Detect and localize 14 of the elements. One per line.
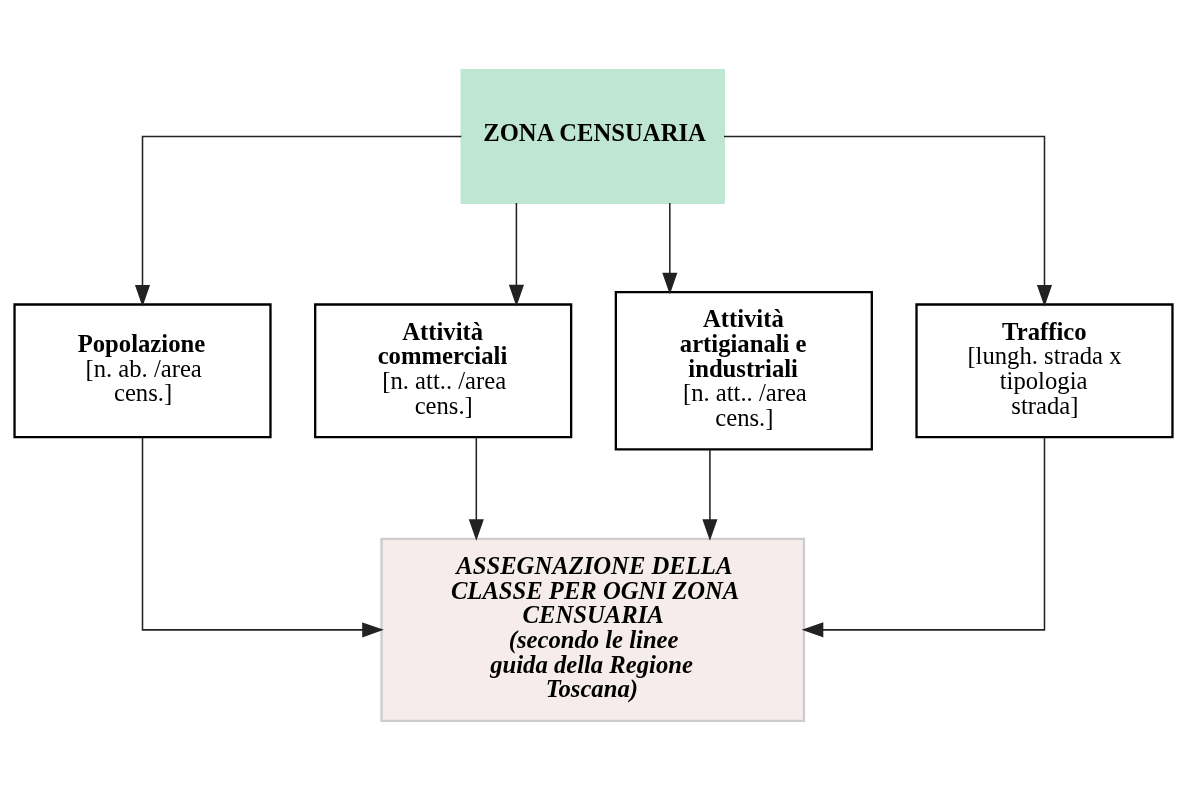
arrow — [141, 436, 384, 637]
arrow — [723, 135, 1053, 307]
node-box: ASSEGNAZIONE DELLA CLASSE PER OGNI ZONA CENSUARIA (secondo le linee guida della Regione Toscana) — [380, 537, 806, 722]
node-box: ZONA CENSUARIA — [460, 68, 725, 204]
arrow — [702, 448, 718, 541]
arrow — [134, 135, 463, 307]
arrow — [801, 436, 1046, 637]
node-box: Traffico [lungh. strada x tipologia strada] — [915, 302, 1174, 438]
arrow — [468, 436, 484, 541]
node-box: Attività artigianali e industriali [n. att.. /area cens.] — [614, 290, 873, 451]
node-box: Attività commerciali [n. att.. /area cens.] — [314, 302, 573, 438]
arrow — [508, 201, 524, 306]
node-box: Popolazione [n. ab. /area cens.] — [13, 302, 272, 438]
arrow — [662, 201, 678, 294]
